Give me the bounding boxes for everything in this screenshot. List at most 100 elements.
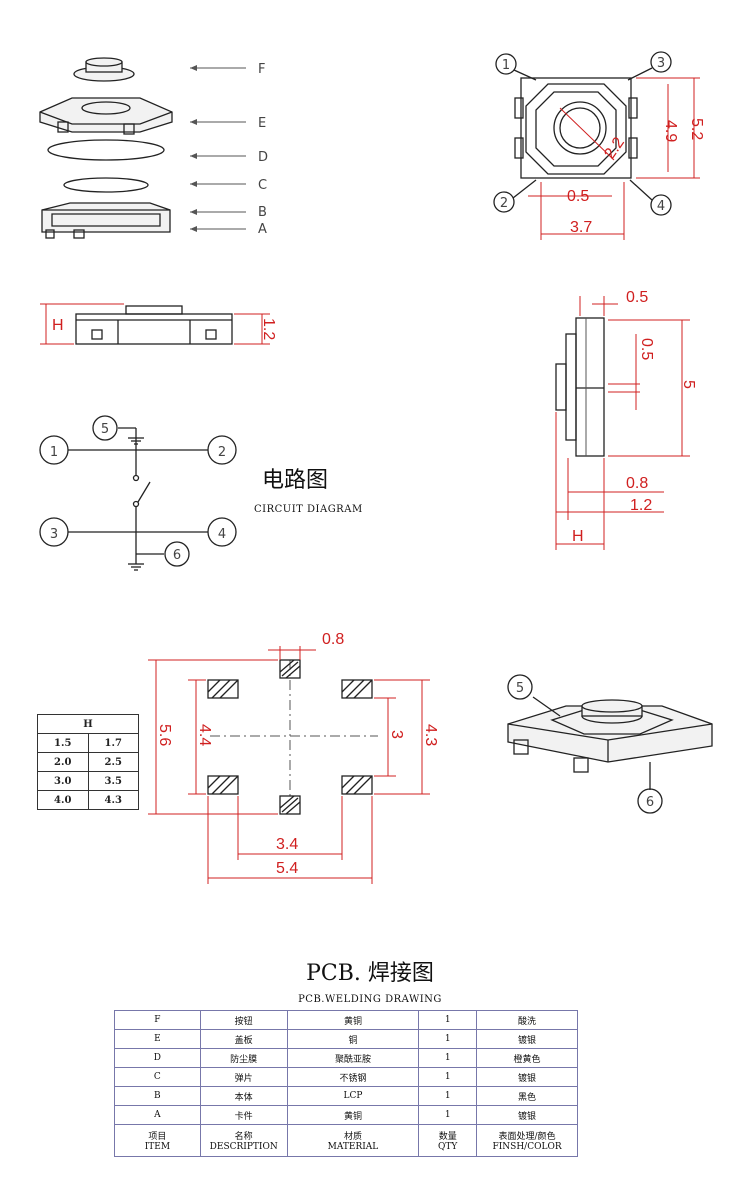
dim-right-h: H	[572, 528, 584, 545]
bom-cell: 1	[418, 1086, 478, 1106]
dim-right-5: 5	[680, 380, 697, 389]
side-view: H 1.2	[40, 303, 277, 345]
bom-cell: E	[114, 1029, 201, 1049]
dim-top-3-7: 3.7	[570, 219, 592, 236]
dim-top-0-5: 0.5	[567, 188, 589, 205]
bom-cell: 黄铜	[286, 1105, 420, 1125]
circuit-title: 电路图	[262, 468, 328, 493]
iso-view: 5 6	[507, 674, 713, 814]
exploded-view: F E D C B A	[39, 57, 268, 239]
dim-side-1-2: 1.2	[260, 318, 277, 340]
bom-cell: F	[114, 1010, 201, 1030]
dim-top-4-9: 4.9	[662, 120, 679, 142]
pin-1-label: 1	[502, 58, 510, 73]
bom-cell: 弹片	[199, 1067, 288, 1087]
label-a: A	[258, 222, 267, 237]
top-view: 4.9 5.2 0.5 3.7 2.2 1 2 3 4	[493, 51, 705, 240]
bom-cell: 1	[418, 1048, 478, 1068]
node-4-label: 4	[218, 527, 226, 542]
node-1-label: 1	[50, 445, 58, 460]
dim-side-h: H	[52, 317, 64, 334]
bom-cell: 酸洗	[476, 1010, 578, 1030]
part-f-button	[73, 57, 135, 82]
h-cell: 3.0	[37, 771, 89, 791]
part-d-film	[47, 139, 165, 161]
bom-cell: D	[114, 1048, 201, 1068]
bom-cell: 防尘膜	[199, 1048, 288, 1068]
bom-cell: 1	[418, 1105, 478, 1125]
dim-right-0-8: 0.8	[626, 475, 648, 492]
bom-cell: 镀银	[476, 1067, 578, 1087]
dim-right-0-5-small: 0.5	[638, 338, 655, 360]
label-f: F	[258, 62, 265, 77]
bom-cell: 1	[418, 1010, 478, 1030]
part-e-cover	[39, 97, 173, 135]
bom-cell: 铜	[286, 1029, 420, 1049]
bom-cell: LCP	[286, 1086, 420, 1106]
bom-cell: 1	[418, 1029, 478, 1049]
circuit-subtitle: CIRCUIT DIAGRAM	[254, 504, 363, 515]
h-cell: 1.7	[87, 733, 139, 753]
h-cell: 2.5	[87, 752, 139, 772]
dim-right-0-5-top: 0.5	[626, 289, 648, 306]
bom-cell: 1	[418, 1067, 478, 1087]
bom-cell: 聚酰亚胺	[286, 1048, 420, 1068]
iso-label-5: 5	[516, 681, 524, 696]
bom-title: PCB. 焊接图	[306, 961, 434, 986]
dim-right-1-2: 1.2	[630, 497, 652, 514]
dim-top-5-2: 5.2	[688, 118, 705, 140]
exploded-leaders	[190, 65, 246, 232]
circuit-diagram: 1 2 3 4 5 6 电路图 CIRCUIT DIAGRAM	[39, 415, 363, 571]
node-5-label: 5	[101, 422, 109, 437]
h-cell: 4.3	[87, 790, 139, 810]
bom-cell: 黄铜	[286, 1010, 420, 1030]
bom-cell: C	[114, 1067, 201, 1087]
pcb-pads	[207, 659, 373, 815]
dim-pcb-5-4: 5.4	[276, 860, 298, 877]
dim-pcb-4-3: 4.3	[422, 724, 439, 746]
dim-pcb-3-4: 3.4	[276, 836, 298, 853]
bom-cell: 卡件	[199, 1105, 288, 1125]
pcb-layout: 0.8 5.6 4.4 3 4.3 3.4 5.4	[148, 631, 439, 884]
label-d: D	[258, 150, 268, 165]
part-b-body	[41, 202, 171, 239]
pin-4-label: 4	[657, 199, 665, 214]
dim-pcb-4-4: 4.4	[196, 724, 213, 746]
node-2-label: 2	[218, 445, 226, 460]
node-3-label: 3	[50, 527, 58, 542]
bom-cell: 按钮	[199, 1010, 288, 1030]
dim-pcb-5-6: 5.6	[156, 724, 173, 746]
pin-3-label: 3	[657, 56, 665, 71]
pin-2-label: 2	[500, 196, 508, 211]
h-cell: 3.5	[87, 771, 139, 791]
dim-pcb-3: 3	[388, 730, 405, 739]
label-c: C	[258, 178, 267, 193]
bom-cell: 镀银	[476, 1029, 578, 1049]
h-cell: 2.0	[37, 752, 89, 772]
h-cell: 1.5	[37, 733, 89, 753]
node-6-label: 6	[173, 548, 181, 563]
iso-label-6: 6	[646, 795, 654, 810]
bom-cell: 不锈钢	[286, 1067, 420, 1087]
bom-subtitle: PCB.WELDING DRAWING	[298, 994, 442, 1005]
bom-cell: A	[114, 1105, 201, 1125]
bom-cell: 黑色	[476, 1086, 578, 1106]
bom-cell: 本体	[199, 1086, 288, 1106]
right-side-view: 0.5 0.5 5 0.8 1.2 H	[555, 289, 697, 550]
bom-cell: 盖板	[199, 1029, 288, 1049]
label-b: B	[258, 205, 267, 220]
bom-cell: B	[114, 1086, 201, 1106]
h-cell: 4.0	[37, 790, 89, 810]
